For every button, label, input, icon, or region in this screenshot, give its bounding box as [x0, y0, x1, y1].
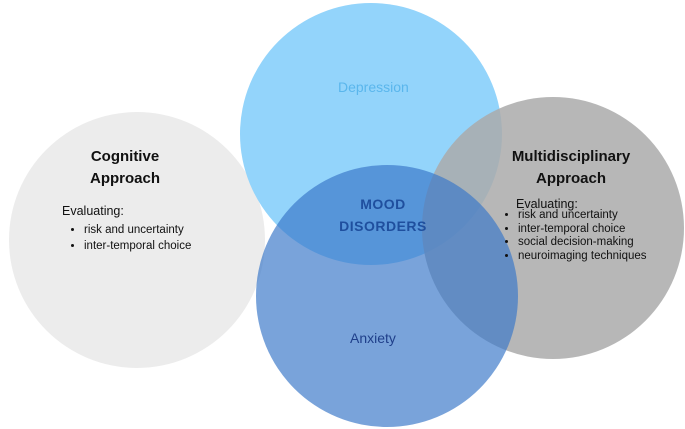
- multidisciplinary-heading: Multidisciplinary Approach: [496, 146, 646, 190]
- cognitive-evaluating-list: risk and uncertainty inter-temporal choi…: [68, 222, 191, 254]
- center-label-line2: DISORDERS: [339, 218, 427, 234]
- multidisciplinary-heading-line1: Multidisciplinary: [511, 148, 631, 165]
- multidisciplinary-heading-line2: Approach: [535, 170, 606, 187]
- cognitive-item: risk and uncertainty: [84, 222, 191, 238]
- cognitive-approach-circle: [9, 112, 265, 368]
- multidisciplinary-item: social decision-making: [518, 236, 647, 250]
- cognitive-evaluating-label: Evaluating:: [62, 204, 124, 218]
- anxiety-circle: [256, 165, 518, 427]
- multidisciplinary-evaluating-label: Evaluating:: [516, 197, 578, 211]
- cognitive-heading-line2: Approach: [89, 170, 160, 187]
- cognitive-heading-line1: Cognitive: [90, 148, 160, 165]
- multidisciplinary-item: risk and uncertainty: [518, 209, 647, 223]
- anxiety-label: Anxiety: [350, 330, 396, 346]
- cognitive-item: inter-temporal choice: [84, 238, 191, 254]
- mood-disorders-label: MOOD DISORDERS: [338, 193, 428, 237]
- depression-label: Depression: [338, 79, 409, 95]
- multidisciplinary-item: neuroimaging techniques: [518, 250, 647, 264]
- multidisciplinary-evaluating-list: risk and uncertainty inter-temporal choi…: [502, 209, 647, 263]
- center-label-line1: MOOD: [360, 196, 406, 212]
- multidisciplinary-item: inter-temporal choice: [518, 223, 647, 237]
- cognitive-heading: Cognitive Approach: [72, 146, 178, 190]
